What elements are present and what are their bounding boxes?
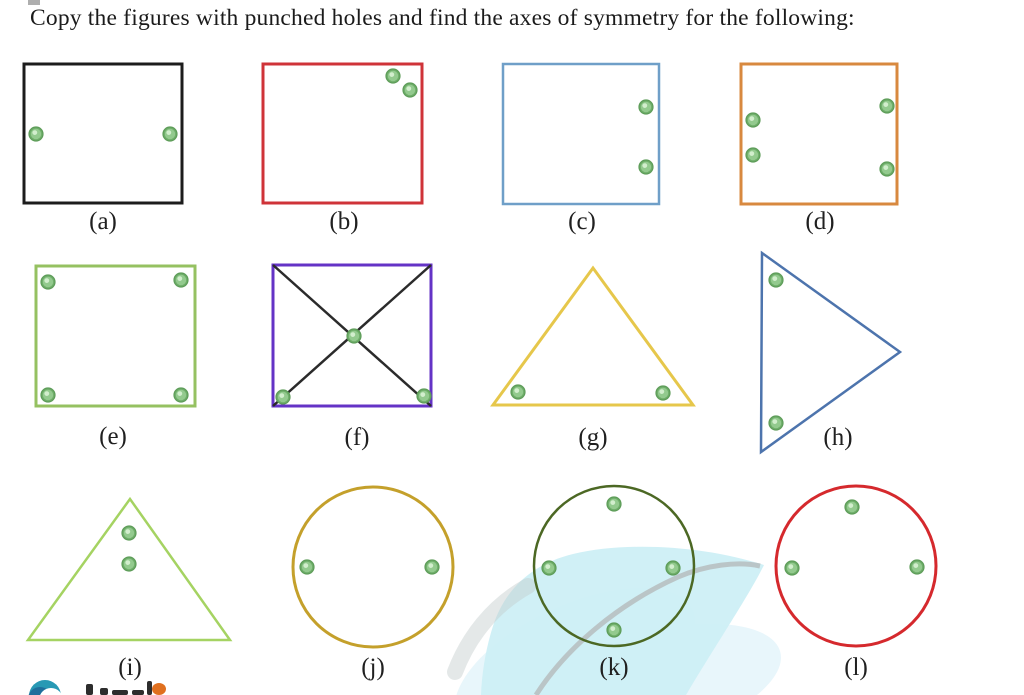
- punched-hole-icon: [844, 499, 860, 515]
- watermark-leaf-icon: [447, 546, 781, 695]
- punched-hole-icon: [768, 272, 784, 288]
- figure-f: [271, 263, 433, 408]
- punched-hole-icon: [40, 274, 56, 290]
- punched-hole-icon: [606, 622, 622, 638]
- punched-hole-icon: [909, 559, 925, 575]
- punched-hole-icon: [121, 556, 137, 572]
- exercise-title: Copy the figures with punched holes and …: [30, 5, 855, 31]
- punched-hole-icon: [173, 272, 189, 288]
- punched-hole-icon: [655, 385, 671, 401]
- punched-hole-icon: [745, 112, 761, 128]
- scan-artifact: [28, 0, 40, 5]
- punched-hole-icon: [28, 126, 44, 142]
- punched-hole-icon: [346, 328, 362, 344]
- figure-g: [490, 265, 696, 407]
- figure-e: [34, 264, 197, 408]
- punched-hole-icon: [424, 559, 440, 575]
- figure-j: [291, 485, 455, 649]
- punched-hole-icon: [385, 68, 401, 84]
- figure-a: [22, 62, 184, 205]
- punched-hole-icon: [162, 126, 178, 142]
- punched-hole-icon: [121, 525, 137, 541]
- figure-b: [261, 62, 424, 205]
- punched-hole-icon: [879, 161, 895, 177]
- punched-hole-icon: [745, 147, 761, 163]
- punched-hole-icon: [879, 98, 895, 114]
- punched-hole-icon: [275, 389, 291, 405]
- punched-hole-icon: [416, 388, 432, 404]
- figure-h: [759, 250, 903, 455]
- logo-fragment-icon: [28, 680, 166, 695]
- punched-hole-icon: [638, 159, 654, 175]
- punched-hole-icon: [768, 415, 784, 431]
- punched-hole-icon: [665, 560, 681, 576]
- figure-l: [774, 484, 938, 648]
- punched-hole-icon: [606, 496, 622, 512]
- punched-hole-icon: [541, 560, 557, 576]
- punched-hole-icon: [510, 384, 526, 400]
- punched-hole-icon: [638, 99, 654, 115]
- figure-d: [739, 62, 899, 206]
- figure-i: [25, 496, 233, 642]
- punched-hole-icon: [173, 387, 189, 403]
- punched-hole-icon: [784, 560, 800, 576]
- figure-c: [501, 62, 661, 206]
- punched-hole-icon: [40, 387, 56, 403]
- punched-hole-icon: [299, 559, 315, 575]
- figure-k: [532, 484, 696, 648]
- punched-hole-icon: [402, 82, 418, 98]
